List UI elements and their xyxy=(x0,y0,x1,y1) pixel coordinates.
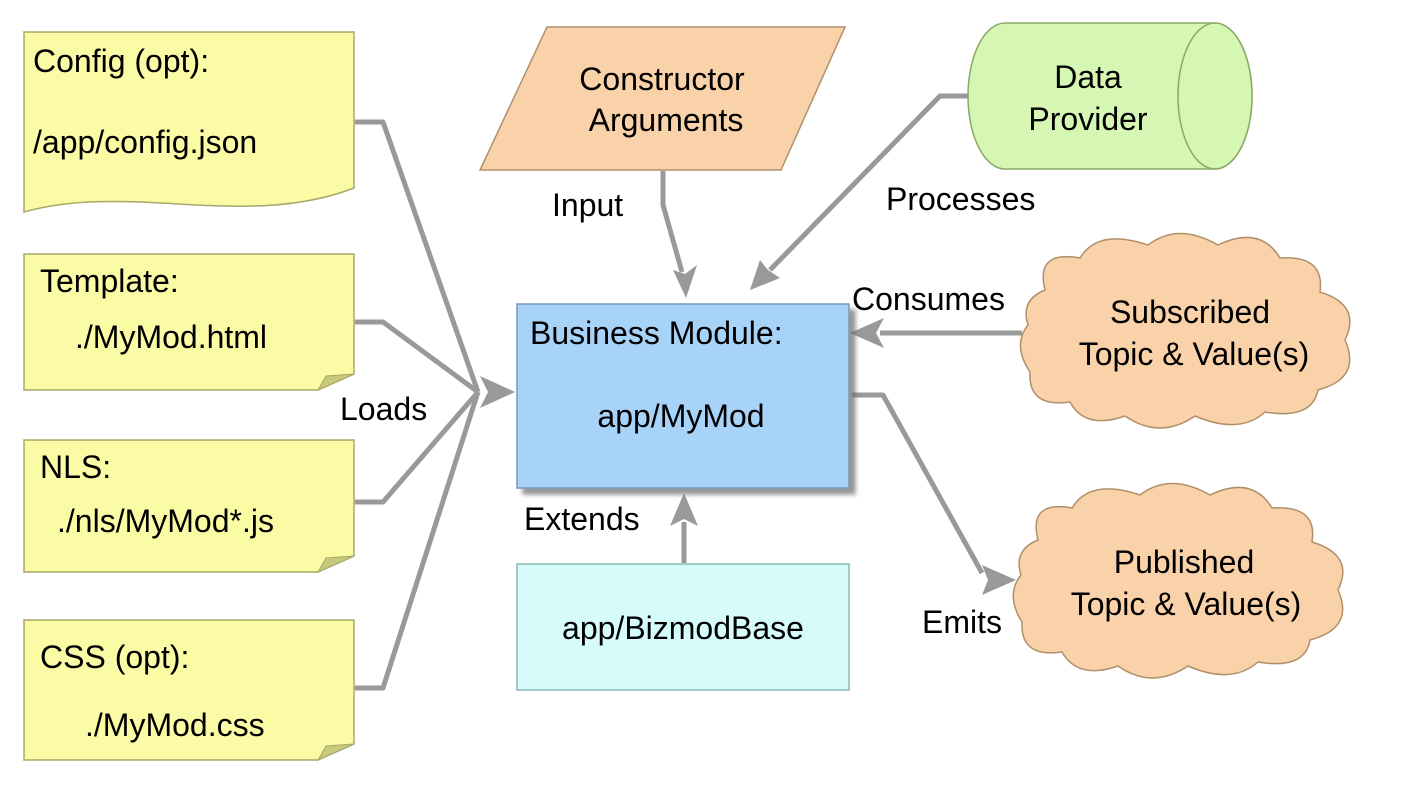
edge-label-loads: Loads xyxy=(340,391,427,427)
provider-label-line1: Data xyxy=(1054,59,1122,95)
data-provider: Data Provider xyxy=(967,22,1253,170)
edge-provider-to-module xyxy=(768,93,975,272)
note-css-path: ./MyMod.css xyxy=(85,707,265,743)
edge-label-emits: Emits xyxy=(922,604,1002,640)
subscribed-cloud-shape xyxy=(1019,232,1351,429)
edge-template-to-module xyxy=(355,319,480,395)
constructor-label-line1: Constructor xyxy=(579,61,745,97)
note-template-fold xyxy=(316,373,355,392)
extends-arrowhead xyxy=(670,493,698,526)
provider-label-line2: Provider xyxy=(1028,101,1148,137)
edge-module-to-published xyxy=(852,392,985,575)
subscribed-label-line2: Topic & Value(s) xyxy=(1079,336,1310,372)
input-arrowhead xyxy=(673,265,697,298)
edge-nls-to-module xyxy=(355,390,480,505)
note-config-title: Config (opt): xyxy=(33,43,209,79)
note-template-path: ./MyMod.html xyxy=(75,319,267,355)
edge-label-input: Input xyxy=(552,187,623,223)
note-nls: NLS: ./nls/MyMod*.js xyxy=(23,439,355,574)
business-module-box xyxy=(516,303,850,489)
bizmod-base-box xyxy=(516,563,850,691)
edge-input-to-module xyxy=(660,171,685,273)
edge-label-consumes: Consumes xyxy=(852,281,1005,317)
consumes-arrowhead xyxy=(850,318,884,348)
bizmod-base-name: app/BizmodBase xyxy=(562,610,804,646)
published-label-line2: Topic & Value(s) xyxy=(1071,586,1302,622)
constructor-shape xyxy=(478,26,847,171)
edges xyxy=(355,93,1022,691)
subscribed-label-line1: Subscribed xyxy=(1110,294,1270,330)
edge-css-to-module xyxy=(355,391,481,691)
note-config: Config (opt): /app/config.json xyxy=(23,31,355,213)
provider-cap xyxy=(1177,22,1253,170)
note-nls-title: NLS: xyxy=(40,449,111,485)
business-module-title: Business Module: xyxy=(530,315,783,351)
business-module-name: app/MyMod xyxy=(597,398,764,434)
edge-label-processes: Processes xyxy=(886,181,1035,217)
note-nls-path: ./nls/MyMod*.js xyxy=(57,503,274,539)
edge-label-extends: Extends xyxy=(524,501,640,537)
note-css: CSS (opt): ./MyMod.css xyxy=(23,619,355,762)
published-label-line1: Published xyxy=(1114,544,1255,580)
note-template-title: Template: xyxy=(40,263,179,299)
loads-arrowhead xyxy=(480,376,515,408)
note-config-path: /app/config.json xyxy=(33,124,257,160)
published-cloud-shape xyxy=(1012,482,1344,679)
constructor-label-line2: Arguments xyxy=(589,102,744,138)
note-template: Template: ./MyMod.html xyxy=(23,253,355,392)
bizmod-base: app/BizmodBase xyxy=(516,563,850,691)
business-module: Business Module: app/MyMod xyxy=(516,303,850,489)
emits-arrowhead xyxy=(982,565,1016,595)
processes-arrowhead xyxy=(750,260,780,290)
note-css-fold xyxy=(316,743,355,762)
note-css-title: CSS (opt): xyxy=(40,639,189,675)
edge-config-to-module xyxy=(355,119,481,393)
constructor-arguments: Constructor Arguments xyxy=(478,26,847,171)
note-nls-fold xyxy=(316,555,355,574)
note-config-shape xyxy=(23,31,355,213)
published-cloud: Published Topic & Value(s) xyxy=(1012,482,1344,679)
subscribed-cloud: Subscribed Topic & Value(s) xyxy=(1019,232,1351,429)
